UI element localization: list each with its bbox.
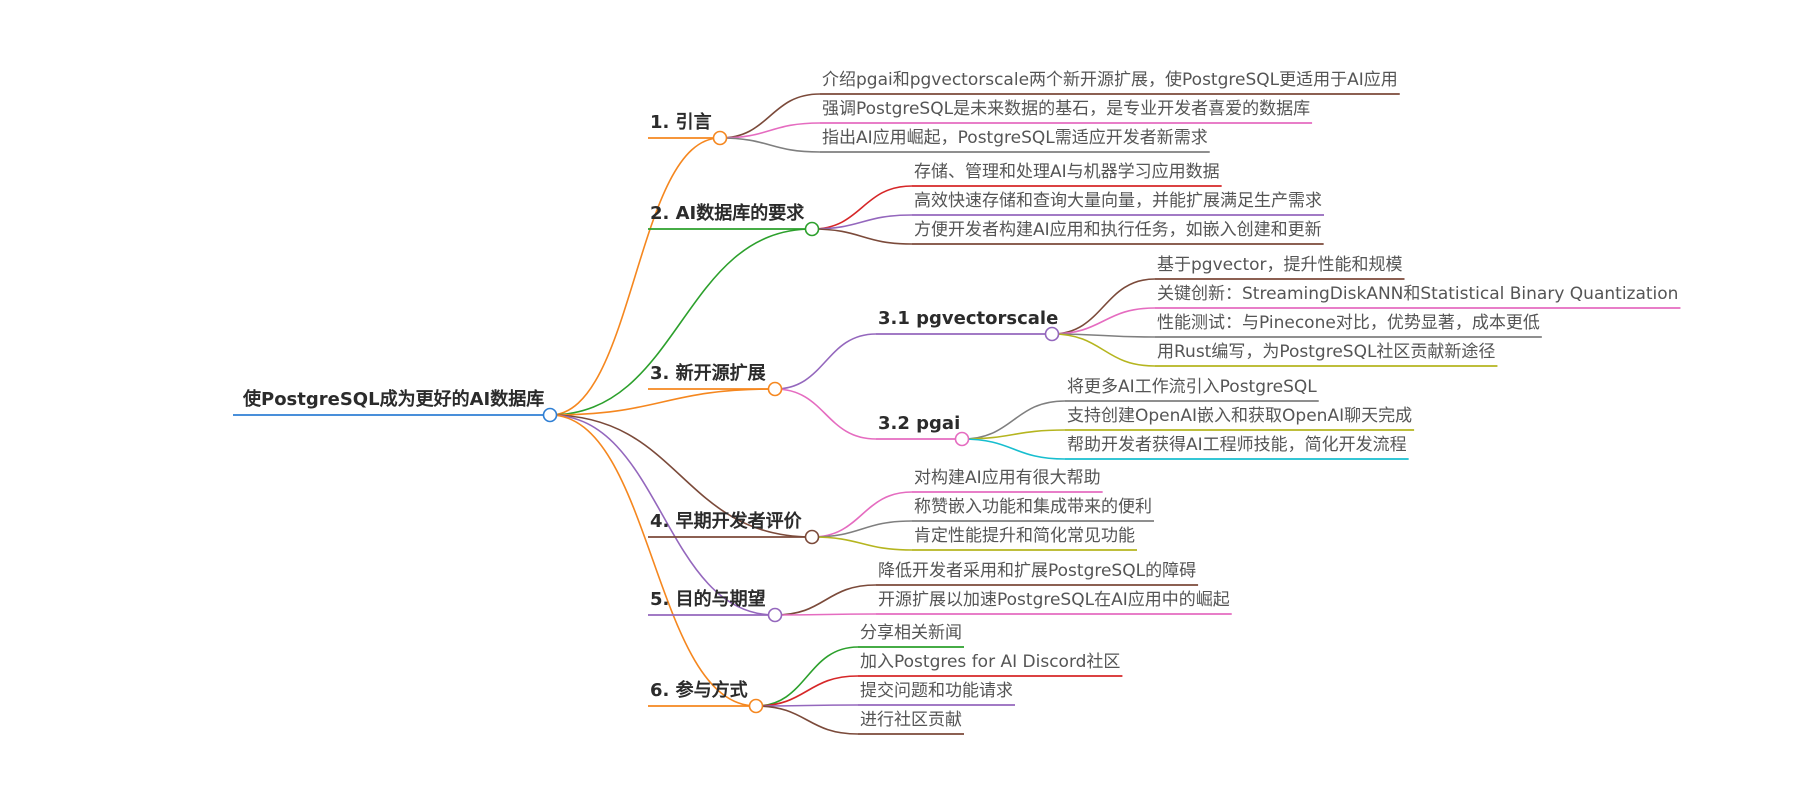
- leaf-connector: [719, 122, 821, 139]
- leaf-item: 高效快速存储和查询大量向量，并能扩展满足生产需求: [914, 191, 1322, 211]
- branch-collapse-toggle-2[interactable]: [804, 221, 820, 237]
- leaf-item: 性能测试：与Pinecone对比，优势显著，成本更低: [1157, 313, 1540, 333]
- sub-connector: [774, 388, 877, 440]
- leaf-item: 加入Postgres for AI Discord社区: [860, 652, 1120, 672]
- leaf-item: 用Rust编写，为PostgreSQL社区贡献新途径: [1157, 342, 1495, 362]
- leaf-connector: [755, 704, 859, 707]
- leaf-connector: [961, 438, 1066, 460]
- branch-collapse-toggle-3[interactable]: [767, 381, 783, 397]
- leaf-item: 基于pgvector，提升性能和规模: [1157, 255, 1403, 275]
- branch-topic-1: 1. 引言: [650, 111, 712, 133]
- sub-connector: [774, 333, 877, 390]
- leaf-item: 存储、管理和处理AI与机器学习应用数据: [914, 162, 1220, 182]
- edges-layer: [549, 93, 1156, 735]
- leaf-connector: [811, 228, 913, 245]
- branch-collapse-toggle-6[interactable]: [748, 698, 764, 714]
- leaf-connector: [1051, 307, 1156, 335]
- branch-topic-6: 6. 参与方式: [650, 679, 748, 701]
- leaf-connector: [774, 613, 877, 616]
- leaf-connector: [1051, 333, 1156, 338]
- leaf-connector: [774, 584, 877, 616]
- leaf-item: 称赞嵌入功能和集成带来的便利: [914, 497, 1152, 517]
- branch-connector-2: [549, 228, 813, 416]
- leaf-item: 方便开发者构建AI应用和执行任务，如嵌入创建和更新: [914, 220, 1322, 240]
- branch-connector-4: [549, 414, 813, 538]
- sub-collapse-toggle[interactable]: [1044, 326, 1060, 342]
- leaf-item: 分享相关新闻: [860, 623, 962, 643]
- leaf-item: 介绍pgai和pgvectorscale两个新开源扩展，使PostgreSQL更…: [822, 69, 1398, 90]
- dots-layer: [542, 130, 1060, 714]
- leaf-item: 将更多AI工作流引入PostgreSQL: [1067, 377, 1317, 397]
- leaf-item: 肯定性能提升和简化常见功能: [914, 526, 1135, 546]
- leaf-item: 强调PostgreSQL是未来数据的基石，是专业开发者喜爱的数据库: [822, 99, 1310, 119]
- sub-collapse-toggle[interactable]: [954, 431, 970, 447]
- leaf-connector: [961, 400, 1066, 440]
- branch-topic-2: 2. AI数据库的要求: [650, 202, 805, 224]
- leaf-connector: [755, 705, 859, 735]
- branch-connector-5: [549, 414, 776, 616]
- leaf-connector: [811, 491, 913, 538]
- leaf-item: 进行社区贡献: [860, 710, 962, 730]
- leaf-item: 开源扩展以加速PostgreSQL在AI应用中的崛起: [878, 590, 1230, 610]
- leaf-connector: [1051, 333, 1156, 367]
- leaf-item: 支持创建OpenAI嵌入和获取OpenAI聊天完成: [1067, 406, 1412, 426]
- branch-collapse-toggle-1[interactable]: [712, 130, 728, 146]
- branch-collapse-toggle-5[interactable]: [767, 607, 783, 623]
- leaf-connector: [719, 93, 821, 139]
- leaf-connector: [811, 520, 913, 538]
- leaf-connector: [811, 185, 913, 230]
- underlines-layer: [233, 93, 1681, 735]
- leaf-connector: [961, 429, 1066, 440]
- leaf-connector: [811, 214, 913, 230]
- branch-topic-3: 3. 新开源扩展: [650, 362, 767, 384]
- leaf-item: 帮助开发者获得AI工程师技能，简化开发流程: [1067, 435, 1407, 455]
- branch-collapse-toggle-4[interactable]: [804, 529, 820, 545]
- root-topic: 使PostgreSQL成为更好的AI数据库: [242, 388, 544, 410]
- labels-layer: 使PostgreSQL成为更好的AI数据库 1. 引言 介绍pgai和pgvecto…: [242, 69, 1678, 730]
- leaf-item: 指出AI应用崛起，PostgreSQL需适应开发者新需求: [822, 128, 1208, 148]
- leaf-connector: [755, 646, 859, 707]
- branch-topic-5: 5. 目的与期望: [650, 588, 766, 610]
- leaf-item: 对构建AI应用有很大帮助: [914, 468, 1101, 488]
- root-collapse-toggle[interactable]: [542, 407, 558, 423]
- leaf-connector: [811, 536, 913, 551]
- leaf-connector: [1051, 278, 1156, 335]
- branch-topic-4: 4. 早期开发者评价: [650, 510, 803, 532]
- leaf-item: 降低开发者采用和扩展PostgreSQL的障碍: [878, 561, 1196, 581]
- branch-connector-1: [549, 137, 721, 416]
- leaf-connector: [755, 675, 859, 707]
- leaf-item: 提交问题和功能请求: [860, 681, 1013, 701]
- sub-topic-1: 3.1 pgvectorscale: [878, 308, 1058, 329]
- leaf-connector: [719, 137, 821, 153]
- sub-topic-2: 3.2 pgai: [878, 413, 960, 434]
- branch-connector-3: [549, 388, 776, 416]
- branch-connector-6: [549, 414, 757, 707]
- leaf-item: 关键创新：StreamingDiskANN和Statistical Binary…: [1157, 284, 1678, 304]
